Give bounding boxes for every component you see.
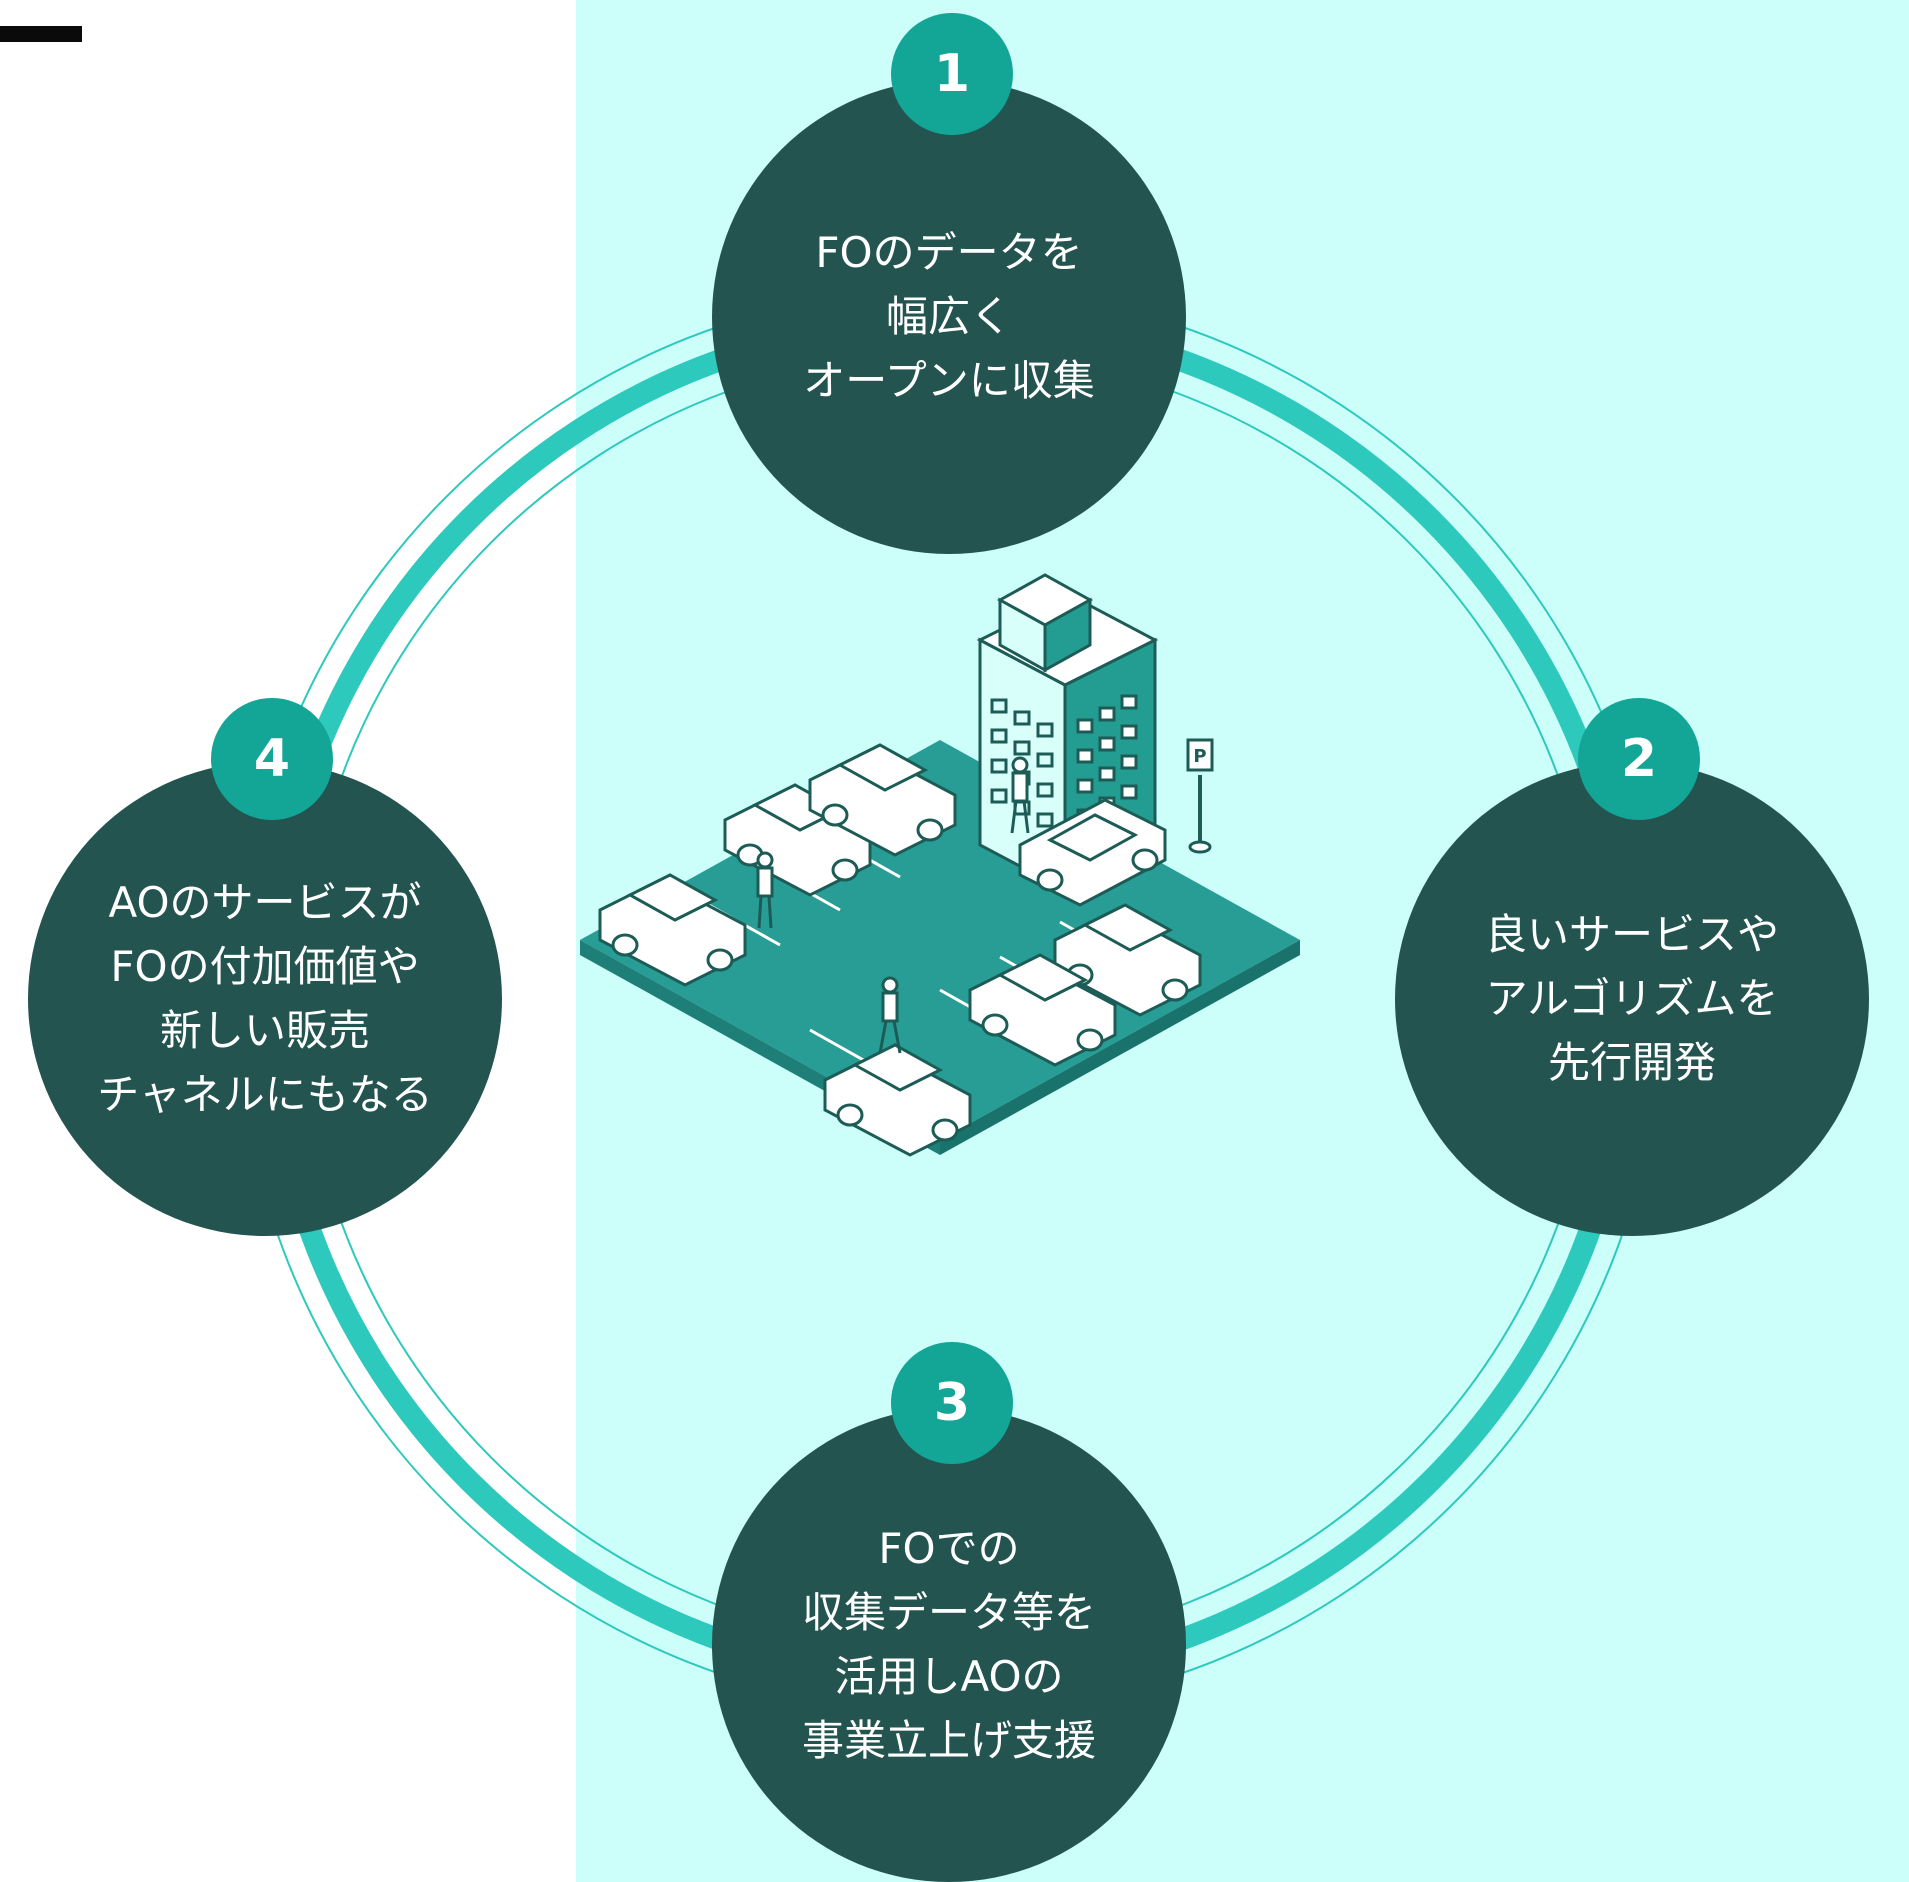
person-icon <box>756 851 774 929</box>
people <box>756 756 1030 1054</box>
step-3-text: FOでの 収集データ等を 活用しAOの 事業立上げ支援 <box>801 1524 1096 1765</box>
cars <box>598 743 1202 1157</box>
step-4-badge: 4 <box>211 698 333 820</box>
step-1-text: FOのデータを 幅広く オープンに収集 <box>803 228 1095 405</box>
car-icon <box>808 743 957 857</box>
step-3-badge: 3 <box>891 1342 1013 1464</box>
parking-illustration: P <box>580 573 1300 1157</box>
step-2-text: 良いサービスや アルゴリズムを 先行開発 <box>1484 910 1779 1087</box>
person-icon <box>878 976 902 1054</box>
car-icon <box>598 873 747 987</box>
person-icon <box>1010 756 1030 834</box>
step-1-node: FOのデータを 幅広く オープンに収集 <box>712 80 1186 554</box>
car-icon <box>968 953 1117 1067</box>
step-1-badge: 1 <box>891 13 1013 135</box>
step-2-node: 良いサービスや アルゴリズムを 先行開発 <box>1395 762 1869 1236</box>
step-4-node: AOのサービスが FOの付加価値や 新しい販売 チャネルにもなる <box>28 762 502 1236</box>
car-icon <box>1018 798 1167 907</box>
parking-sign-label: P <box>1193 746 1206 767</box>
step-3-node: FOでの 収集データ等を 活用しAOの 事業立上げ支援 <box>712 1408 1186 1882</box>
step-4-text: AOのサービスが FOの付加価値や 新しい販売 チャネルにもなる <box>97 878 433 1119</box>
accent-bar <box>0 26 82 42</box>
step-2-badge: 2 <box>1578 698 1700 820</box>
parking-sign-icon: P <box>1186 738 1214 854</box>
